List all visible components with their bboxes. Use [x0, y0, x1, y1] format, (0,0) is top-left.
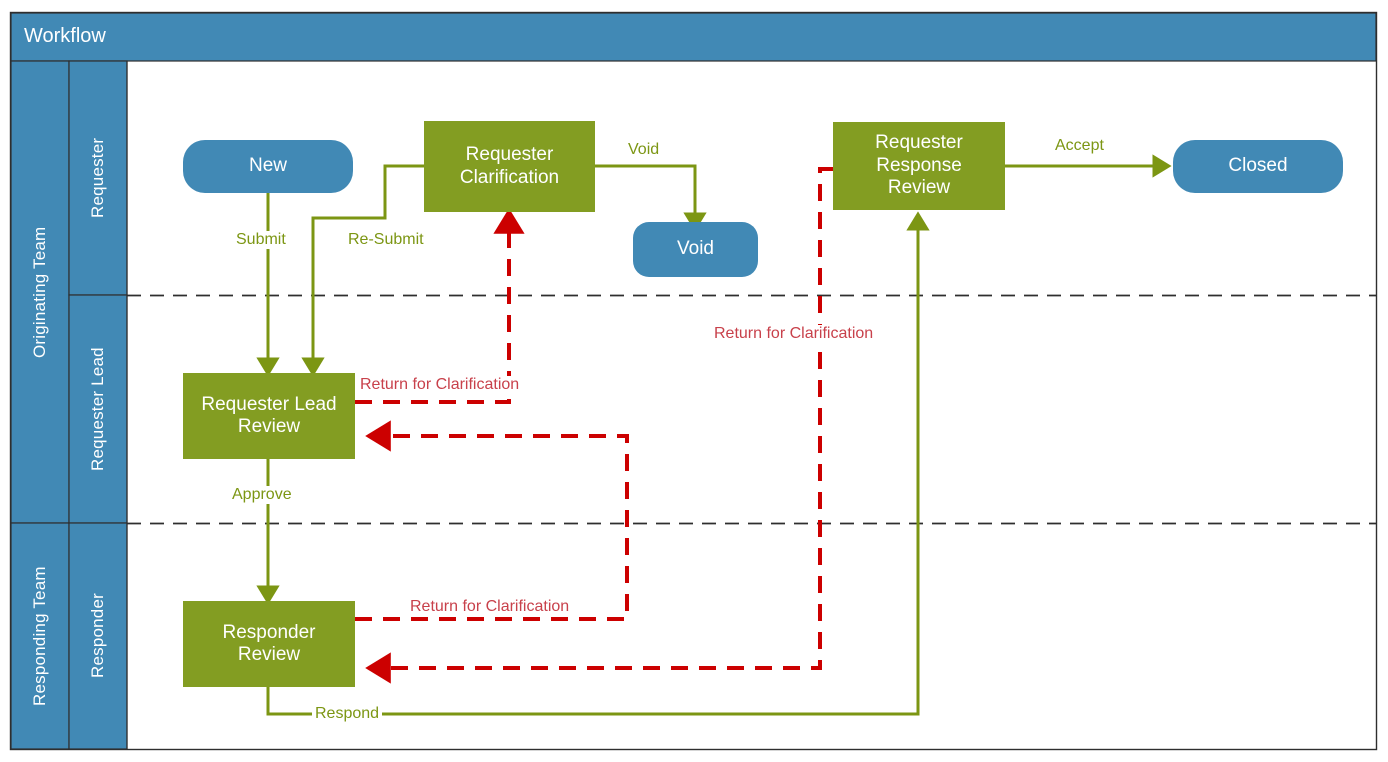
- pool-label-originating-team: Originating Team: [30, 226, 49, 358]
- node-requester-clarification[interactable]: [424, 121, 595, 212]
- node-requester-lead-review[interactable]: [183, 373, 355, 459]
- edge-label-respond: Respond: [312, 705, 383, 723]
- lane-cell-responder: [68, 522, 128, 750]
- edge-label-accept: Accept: [1051, 137, 1108, 155]
- lane-cell-requester: [68, 60, 128, 296]
- lane-label-responder: Responder: [88, 593, 107, 679]
- edge-label-void: Void: [624, 141, 664, 159]
- lane-label-requester-lead: Requester Lead: [88, 347, 107, 471]
- edge-return-clarification-lead: [355, 208, 525, 404]
- node-responder-review[interactable]: [183, 601, 355, 687]
- edge-respond: [266, 211, 930, 716]
- pool-cell-responding: [10, 522, 70, 750]
- node-closed[interactable]: [1173, 140, 1343, 193]
- pool-cell-originating: [10, 60, 70, 524]
- node-new[interactable]: [183, 140, 353, 193]
- edge-label-submit: Submit: [232, 231, 290, 249]
- edge-label-return-clarification-2: Return for Clarification: [406, 598, 574, 616]
- edge-label-return-clarification-3: Return for Clarification: [710, 325, 878, 343]
- pool-label-responding-team: Responding Team: [30, 566, 49, 706]
- header-band: [10, 12, 1377, 62]
- node-void[interactable]: [633, 222, 758, 277]
- edge-label-resubmit: Re-Submit: [344, 231, 428, 249]
- lane-label-requester: Requester: [88, 137, 107, 219]
- node-requester-response-review[interactable]: [833, 122, 1005, 210]
- edge-label-approve: Approve: [228, 486, 296, 504]
- edge-void: [595, 164, 707, 232]
- page-title: Workflow: [24, 25, 106, 47]
- edge-label-return-clarification-1: Return for Clarification: [357, 376, 523, 394]
- edge-return-clarification-review: [365, 167, 833, 684]
- edge-resubmit: [301, 164, 424, 377]
- lane-cell-requester-lead: [68, 294, 128, 524]
